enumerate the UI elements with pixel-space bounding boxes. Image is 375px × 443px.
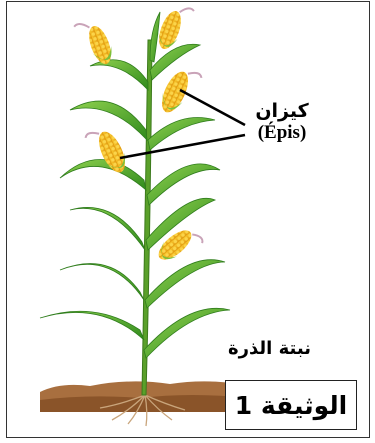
document-label: الوثيقة 1 (235, 391, 348, 420)
document-label-box: الوثيقة 1 (225, 380, 357, 430)
plant-label: نبتة الذرة (228, 338, 311, 359)
leaves (40, 12, 230, 358)
ear-label-arabic: كيزان (250, 100, 314, 122)
ear-label: كيزان (Épis) (250, 100, 314, 144)
ear-label-french: (Épis) (250, 122, 314, 144)
corn-ear (156, 63, 203, 119)
corn-ears (74, 1, 204, 270)
stalk (142, 40, 152, 395)
